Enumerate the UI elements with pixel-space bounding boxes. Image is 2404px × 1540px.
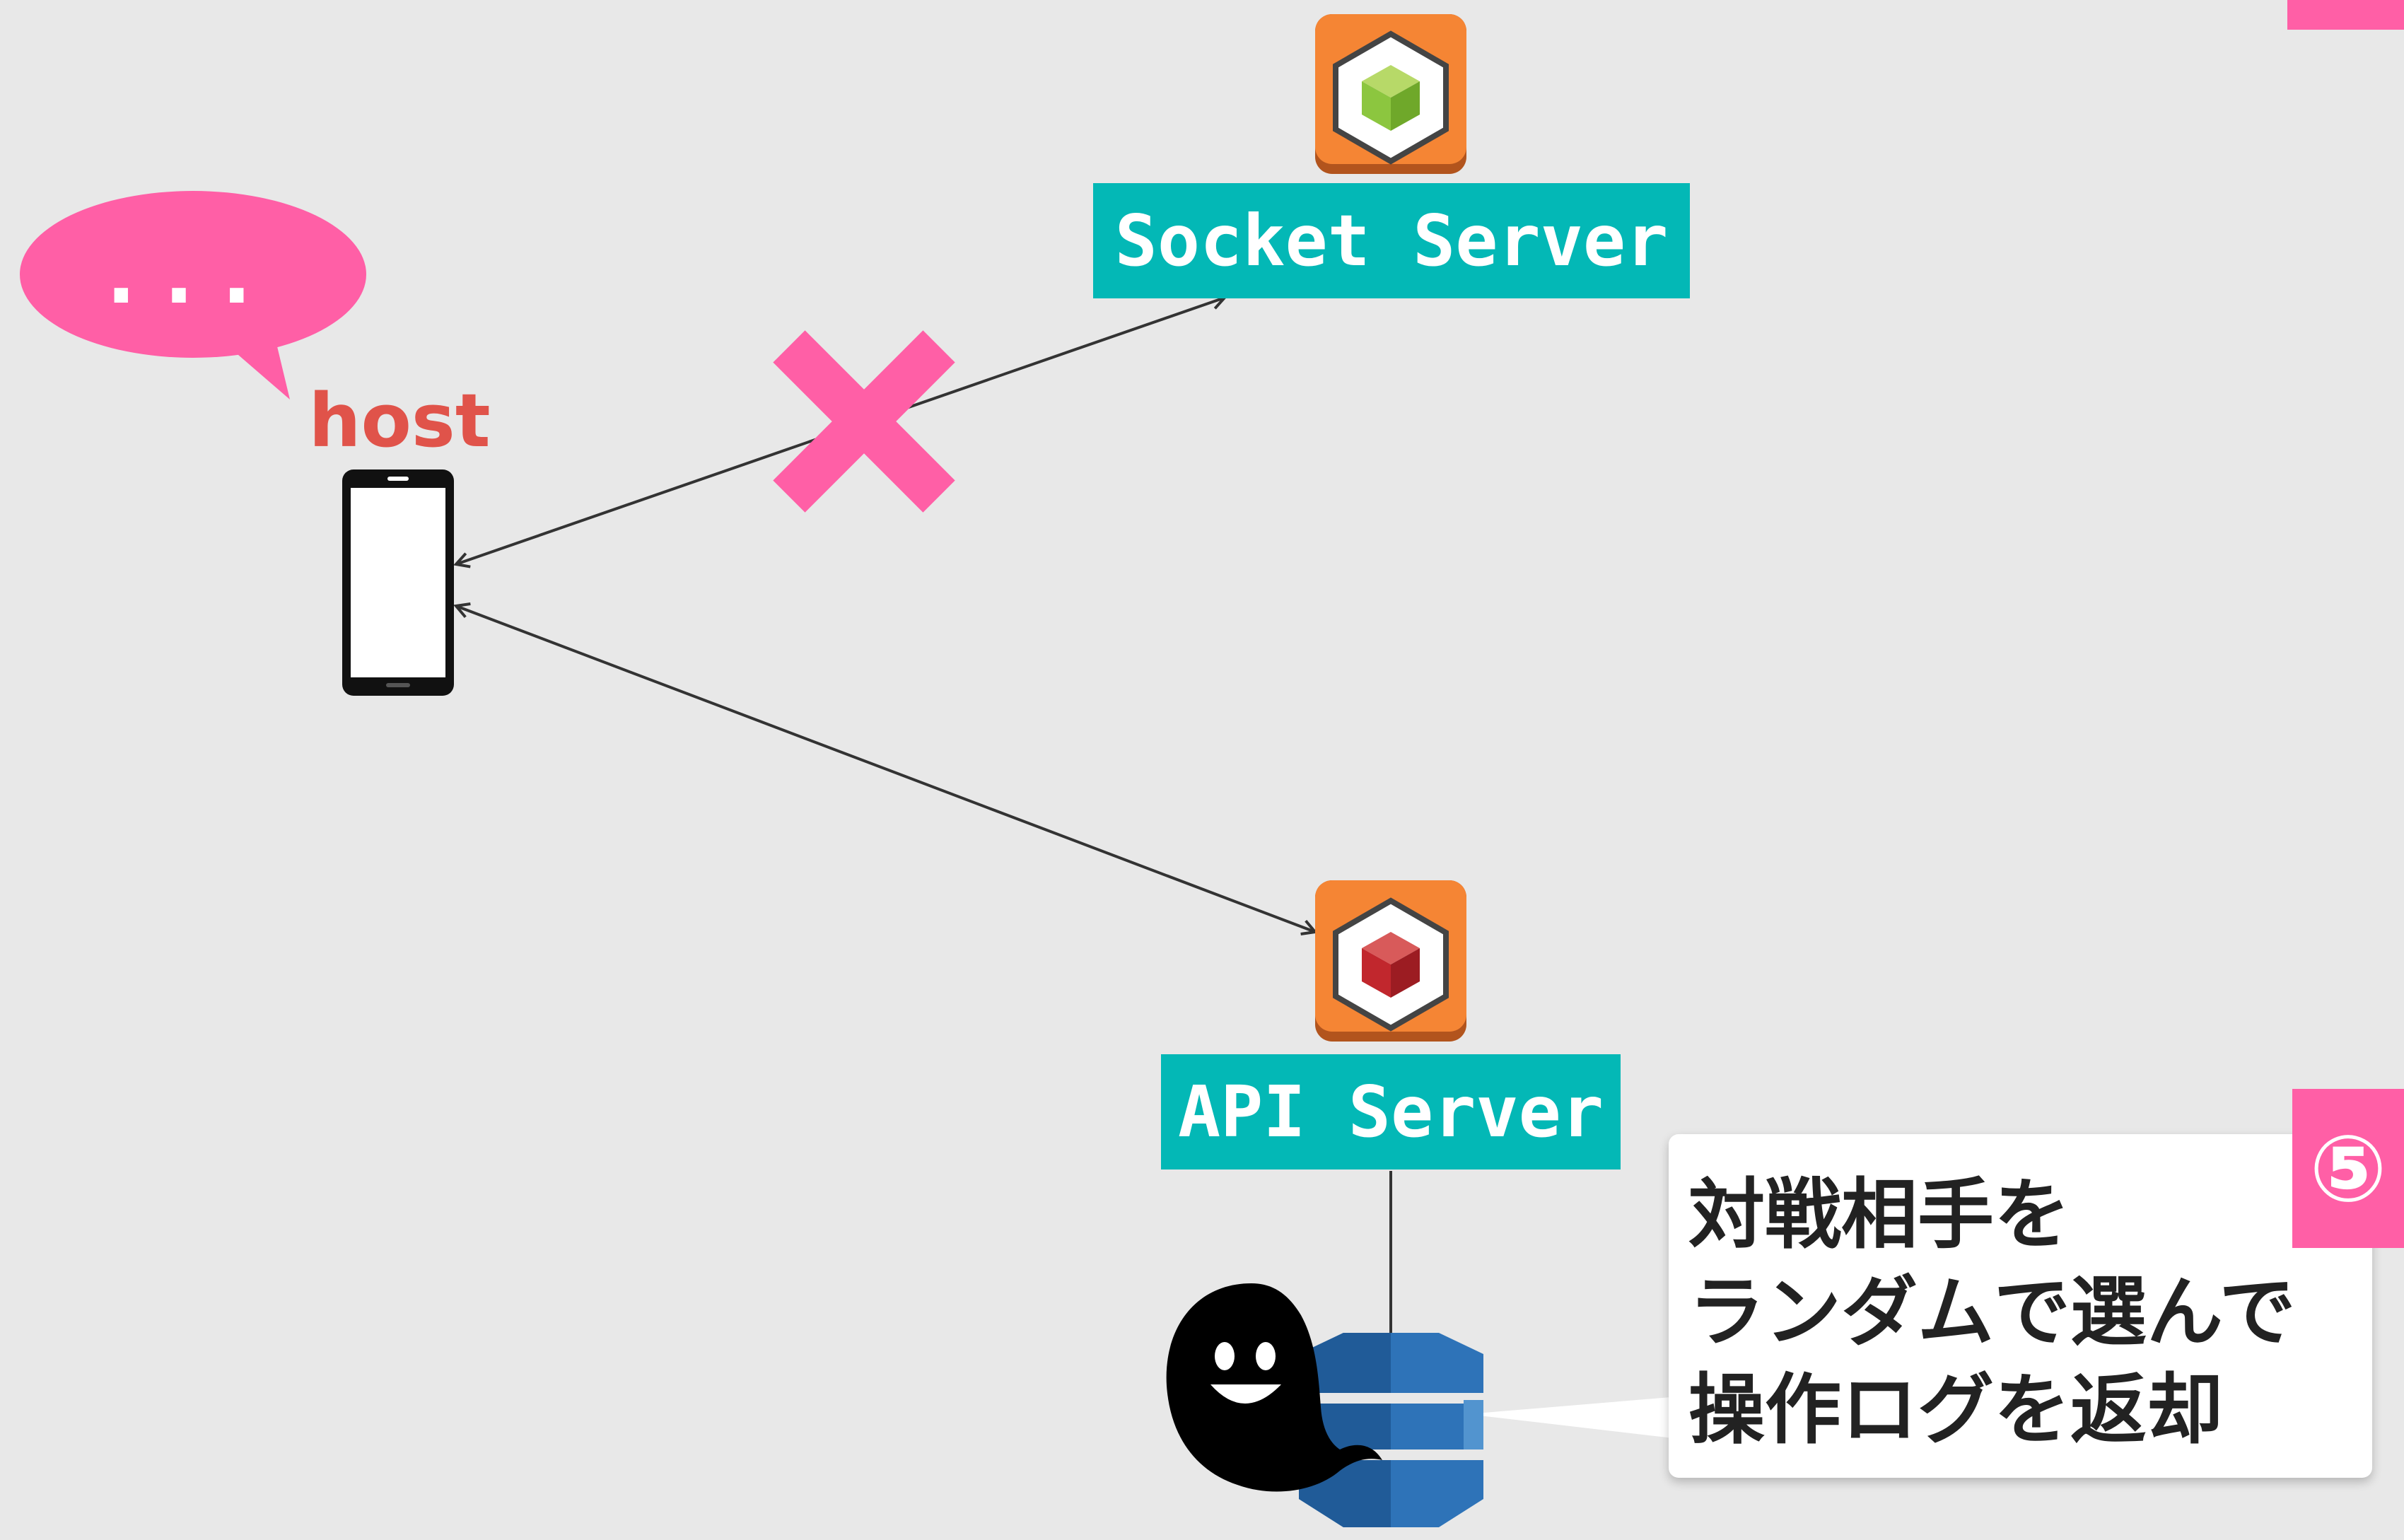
- host-label: host: [308, 378, 491, 464]
- api-server-label: API Server: [1161, 1054, 1621, 1169]
- callout-text: 対戦相手を ランダムで選んで 操作ログを返却: [1688, 1167, 2367, 1459]
- callout-pointer: [1467, 1396, 1679, 1439]
- api-connection-line: [453, 602, 1318, 935]
- callout-line: 操作ログを返却: [1688, 1366, 2224, 1454]
- speech-bubble: [20, 191, 366, 399]
- step-number-badge: ⑤: [2292, 1089, 2404, 1248]
- corner-badge: [2287, 0, 2404, 30]
- callout-line: ランダムで選んで: [1688, 1268, 2296, 1357]
- callout-line: 対戦相手を: [1688, 1171, 2071, 1259]
- callout-box: [1669, 1134, 2372, 1478]
- ec2-instance-icon-green: [1315, 14, 1466, 174]
- dynamodb-icon: [1299, 1333, 1483, 1527]
- ghost-icon: [1166, 1283, 1382, 1492]
- cross-mark-icon: [773, 330, 955, 513]
- socket-server-label: Socket Server: [1093, 183, 1690, 298]
- ec2-instance-icon-red: [1315, 880, 1466, 1042]
- smartphone-icon: [342, 469, 454, 696]
- speech-bubble-text: ...: [106, 231, 280, 321]
